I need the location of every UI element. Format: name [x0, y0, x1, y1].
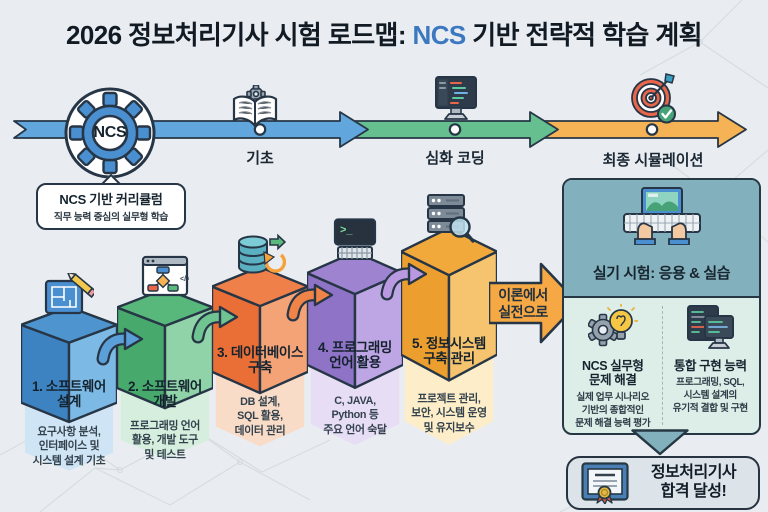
ncs-curriculum-callout: NCS 기반 커리큘럼 직무 능력 중심의 실무형 학습	[36, 173, 186, 230]
theory-to-practice-label: 이론에서 실전으로	[498, 287, 548, 320]
step-label: 4. 프로그래밍 언어 활용	[318, 340, 392, 371]
timeline-segment-final	[539, 111, 747, 148]
title-highlight-ncs: NCS	[412, 20, 467, 50]
timeline-dot-final	[645, 123, 659, 136]
callout-title: NCS 기반 커리큘럼	[59, 192, 163, 207]
flow-arrow-2-3	[191, 305, 239, 344]
svg-text:</>: </>	[180, 276, 189, 283]
code-monitor-icon	[435, 76, 477, 120]
column-description: 실제 업무 시나리오 기반의 종합적인 문제 해결 능력 평가	[575, 391, 651, 429]
title-suffix: 기반 전략적 학습 계획	[465, 20, 702, 50]
certificate-icon	[581, 462, 629, 504]
column-description: 프로그래밍, SQL, 시스템 설계의 유기적 결합 및 구현	[672, 377, 748, 415]
hands-on-keyboard-icon	[622, 187, 701, 245]
stage-label-final: 최종 시뮬레이션	[602, 152, 704, 169]
timeline-arrow	[13, 111, 747, 148]
gear-icon	[64, 87, 156, 179]
server-magnifier-icon	[427, 194, 475, 243]
exam-pass-result-box: 정보처리기사 합격 달성!	[566, 456, 760, 510]
practical-exam-panel: 실기 시험: 응용 & 실습	[562, 178, 761, 435]
open-book-gear-icon	[232, 85, 278, 128]
cube-3d	[307, 252, 403, 446]
step-description: 프로젝트 관리, 보안, 시스템 운영 및 유지보수	[411, 393, 487, 434]
blueprint-pencil-icon	[44, 273, 94, 315]
ncs-badge-label: NCS	[93, 124, 127, 141]
title-prefix: 2026 정보처리기사 시험 로드맵:	[66, 20, 413, 50]
step-description: DB 설계, SQL 활용, 데이터 관리	[234, 396, 286, 437]
step-label: 1. 소프트웨어 설계	[32, 379, 106, 410]
down-connector-arrow	[631, 429, 689, 456]
flow-arrow-3-4	[286, 283, 334, 322]
flow-arrow-1-2	[96, 327, 144, 366]
step-description: 프로그래밍 언어 활용, 개발 도구 및 테스트	[129, 420, 201, 461]
step-description: C, JAVA, Python 등 주요 언어 숙달	[323, 395, 387, 436]
column-title: NCS 실무형 문제 해결	[581, 359, 644, 388]
stage-label-advanced: 심화 코딩	[425, 150, 485, 167]
panel-column-divider	[661, 306, 663, 425]
step-5-information-system-management: 5. 정보시스템 구축 관리 프로젝트 관리, 보안, 시스템 운영 및 유지보…	[401, 194, 497, 448]
svg-text:>_: >_	[340, 224, 353, 236]
callout-subtitle: 직무 능력 중심의 실무형 학습	[53, 212, 169, 223]
dual-monitor-code-icon	[687, 305, 735, 349]
panel-column-implementation: 통합 구현 능력 프로그래밍, SQL, 시스템 설계의 유기적 결합 및 구현	[662, 300, 760, 433]
flowchart-window-icon: </>	[141, 255, 189, 297]
panel-columns: NCS 실무형 문제 해결 실제 업무 시나리오 기반의 종합적인 문제 해결 …	[564, 300, 759, 433]
column-title: 통합 구현 능력	[673, 359, 747, 373]
step-label: 5. 정보시스템 구축 관리	[412, 336, 486, 367]
step-description: 요구사항 분석, 인터페이스 및 시스템 설계 기초	[32, 426, 106, 467]
timeline-dot-advanced	[448, 123, 462, 136]
page-title: 2026 정보처리기사 시험 로드맵: NCS 기반 전략적 학습 계획	[0, 15, 768, 52]
timeline-segment-basic	[13, 111, 369, 148]
flow-arrow-4-5	[380, 262, 428, 301]
ncs-gear-badge: NCS	[62, 85, 158, 181]
panel-header: 실기 시험: 응용 & 실습	[564, 180, 759, 298]
cube-3d	[21, 307, 117, 471]
step-label: 2. 소프트웨어 개발	[128, 379, 202, 410]
callout-body: NCS 기반 커리큘럼 직무 능력 중심의 실무형 학습	[36, 183, 186, 230]
step-4-programming-language: >_ 4. 프로그래밍 언어 활용 C, JAVA, Python 등 주요 언…	[307, 218, 403, 448]
database-sync-icon	[238, 233, 286, 274]
timeline-dot-basic	[253, 123, 267, 136]
terminal-keyboard-icon: >_	[333, 218, 377, 260]
target-dart-check-icon	[631, 73, 676, 124]
gear-lightbulb-icon	[587, 304, 638, 347]
practical-exam-title: 실기 시험: 응용 & 실습	[592, 265, 731, 282]
panel-column-problem-solving: NCS 실무형 문제 해결 실제 업무 시나리오 기반의 종합적인 문제 해결 …	[564, 300, 662, 433]
theory-to-practice-arrow	[489, 262, 580, 344]
step-label: 3. 데이터베이스 구축	[217, 345, 303, 376]
stage-label-basic: 기초	[246, 150, 274, 167]
exam-pass-label: 정보처리기사 합격 달성!	[650, 464, 737, 500]
step-1-software-design: 1. 소프트웨어 설계 요구사항 분석, 인터페이스 및 시스템 설계 기초	[21, 273, 117, 473]
